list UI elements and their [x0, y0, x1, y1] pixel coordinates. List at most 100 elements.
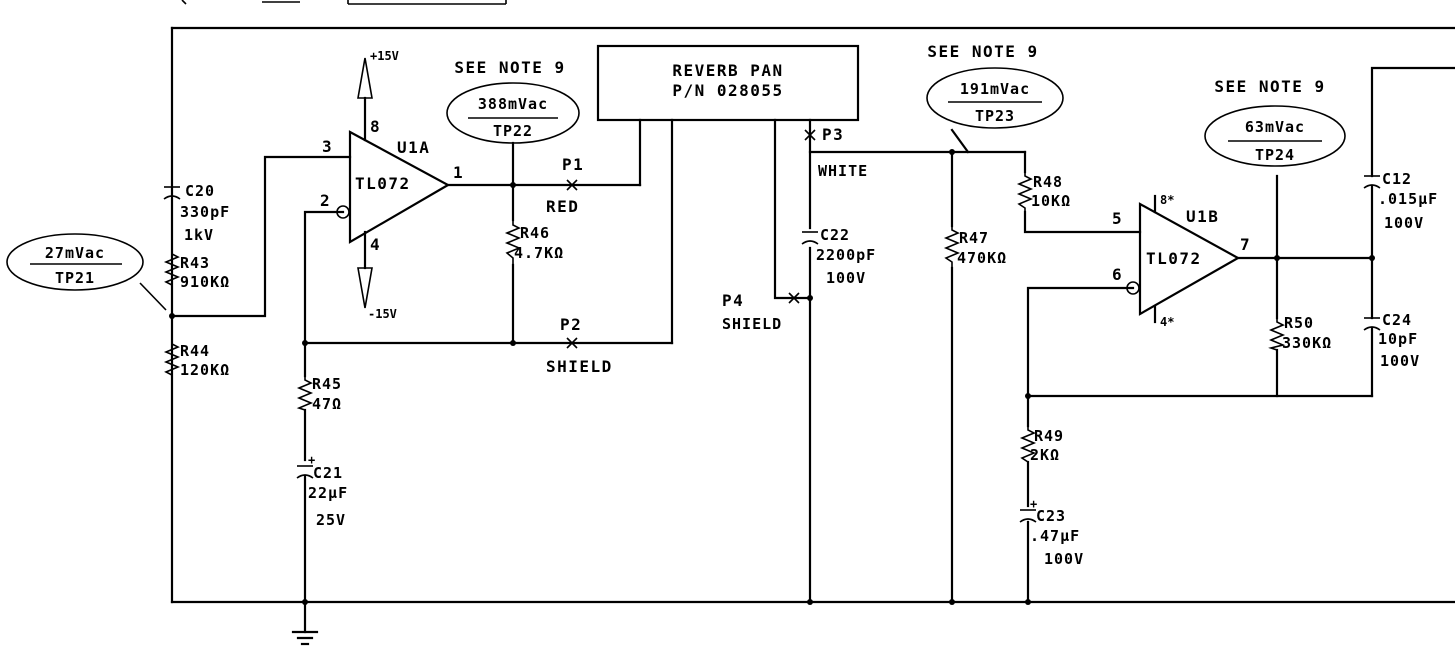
tp23-level: 191mVac	[960, 80, 1030, 98]
c22-value: 2200pF	[816, 246, 876, 264]
c24-voltage: 100V	[1380, 352, 1420, 370]
p2-wire: SHIELD	[546, 357, 613, 376]
c23-voltage: 100V	[1044, 550, 1084, 568]
tp24-note: SEE NOTE 9	[1214, 77, 1325, 96]
tp22-name: TP22	[493, 122, 533, 140]
supply-neg-arrow: -15V	[357, 267, 397, 321]
u1b-pin-plus: 5	[1112, 209, 1123, 228]
r49-value: 2KΩ	[1030, 446, 1060, 464]
capacitor-c22: C22 2200pF 100V	[801, 226, 876, 287]
u1b-pin-out: 7	[1240, 235, 1251, 254]
tp21-level: 27mVac	[45, 244, 105, 262]
u1a-pin-plus: 3	[322, 137, 333, 156]
p3-wire: WHITE	[818, 162, 868, 180]
r48-ref: R48	[1033, 173, 1063, 191]
junctions	[169, 149, 1375, 605]
resistor-r43: R43 910KΩ	[163, 250, 230, 291]
wires	[170, 26, 1455, 634]
resistor-r49: R49 2KΩ	[1019, 426, 1064, 464]
u1b-pin-vcc: 8*	[1160, 193, 1174, 207]
c22-ref: C22	[820, 226, 850, 244]
p1-label: P1	[562, 155, 584, 174]
tp24-level: 63mVac	[1245, 118, 1305, 136]
c21-ref: C21	[313, 464, 343, 482]
r47-ref: R47	[959, 229, 989, 247]
tp22-level: 388mVac	[478, 95, 548, 113]
r46-ref: R46	[520, 224, 550, 242]
u1a-pin-out: 1	[453, 163, 464, 182]
test-point-tp21: 27mVac TP21	[6, 233, 167, 311]
c24-value: 10pF	[1378, 330, 1418, 348]
u1b-ref: U1B	[1186, 207, 1219, 226]
p4-wire: SHIELD	[722, 315, 782, 333]
connector-p4: P4 SHIELD	[722, 291, 800, 333]
ground-icon	[291, 630, 319, 646]
supply-pos-arrow: +15V	[357, 49, 399, 99]
r43-ref: R43	[180, 254, 210, 272]
c24-ref: C24	[1382, 311, 1412, 329]
tp23-name: TP23	[975, 107, 1015, 125]
r45-ref: R45	[312, 375, 342, 393]
c12-voltage: 100V	[1384, 214, 1424, 232]
r43-value: 910KΩ	[180, 273, 230, 291]
test-point-tp22: SEE NOTE 9 388mVac TP22	[446, 58, 580, 144]
p1-wire: RED	[546, 197, 579, 216]
c20-voltage: 1kV	[184, 226, 214, 244]
capacitor-c21: + C21 22μF 25V	[296, 453, 348, 529]
u1b-pin-vee: 4*	[1160, 315, 1174, 329]
c21-value: 22μF	[308, 484, 348, 502]
connector-p1: P1 RED	[546, 155, 584, 216]
r47-value: 470KΩ	[957, 249, 1007, 267]
c21-voltage: 25V	[316, 511, 346, 529]
resistor-r47: R47 470KΩ	[943, 226, 1007, 268]
r44-value: 120KΩ	[180, 361, 230, 379]
capacitor-c20: C20 330pF 1kV	[163, 182, 229, 244]
c23-ref: C23	[1036, 507, 1066, 525]
p4-label: P4	[722, 291, 744, 310]
resistor-r50: R50 330KΩ	[1268, 314, 1332, 352]
resistor-r45: R45 47Ω	[296, 375, 342, 413]
reverb-pan-box: REVERB PAN P/N 028055	[596, 44, 860, 122]
r50-ref: R50	[1284, 314, 1314, 332]
connector-p2: P2 SHIELD	[546, 315, 613, 376]
c12-ref: C12	[1382, 170, 1412, 188]
r46-value: 4.7KΩ	[514, 244, 564, 262]
test-point-tp23: SEE NOTE 9 191mVac TP23	[926, 42, 1064, 129]
resistor-r48: R48 10KΩ	[1016, 172, 1071, 212]
capacitor-c23: + C23 .47μF 100V	[1019, 497, 1084, 568]
connector-p3: P3 WHITE	[804, 125, 868, 180]
u1b-part: TL072	[1146, 249, 1202, 268]
r44-ref: R44	[180, 342, 210, 360]
r45-value: 47Ω	[312, 395, 342, 413]
r48-value: 10KΩ	[1031, 192, 1071, 210]
u1a-pin-vee: 4	[370, 235, 381, 254]
u1a-part: TL072	[355, 174, 411, 193]
capacitor-c24: C24 10pF 100V	[1363, 311, 1420, 370]
u1b-pin-minus: 6	[1112, 265, 1123, 284]
top-fragment	[181, 0, 507, 5]
test-point-tp24: SEE NOTE 9 63mVac TP24	[1204, 77, 1346, 167]
r49-ref: R49	[1034, 427, 1064, 445]
svg-text:+: +	[308, 453, 315, 467]
r50-value: 330KΩ	[1282, 334, 1332, 352]
u1a-ref: U1A	[397, 138, 430, 157]
u1a-pin-vcc: 8	[370, 117, 381, 136]
supply-neg-label: -15V	[368, 307, 397, 321]
capacitor-c12: C12 .015μF 100V	[1363, 170, 1438, 232]
tp24-name: TP24	[1255, 146, 1295, 164]
c12-value: .015μF	[1378, 190, 1438, 208]
supply-pos-label: +15V	[370, 49, 399, 63]
c22-voltage: 100V	[826, 269, 866, 287]
reverb-pan-title: REVERB PAN	[672, 61, 783, 80]
tp22-note: SEE NOTE 9	[454, 58, 565, 77]
p3-label: P3	[822, 125, 844, 144]
opamp-u1b: TL072 U1B 5 6 7 8* 4*	[1112, 193, 1251, 329]
resistor-r44: R44 120KΩ	[163, 340, 230, 380]
svg-text:+: +	[1030, 497, 1037, 511]
c20-ref: C20	[185, 182, 215, 200]
tp23-note: SEE NOTE 9	[927, 42, 1038, 61]
resistor-r46: R46 4.7KΩ	[504, 220, 564, 265]
u1a-pin-minus: 2	[320, 191, 331, 210]
p2-label: P2	[560, 315, 582, 334]
